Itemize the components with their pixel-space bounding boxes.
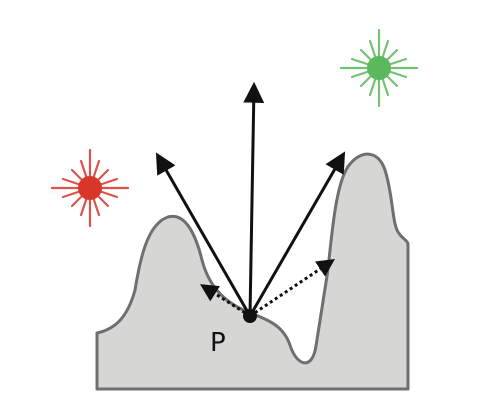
terrain-shape [95, 152, 410, 391]
ray-up-arrow [243, 81, 265, 317]
ray-right-arrow [248, 151, 346, 317]
point-p-label: P [210, 328, 226, 358]
ray-left-arrow [155, 152, 252, 317]
occluded-ray-right-arrow [249, 258, 335, 318]
point-p-marker [243, 309, 257, 323]
red-light-icon [50, 148, 130, 228]
green-light-icon [339, 28, 419, 108]
